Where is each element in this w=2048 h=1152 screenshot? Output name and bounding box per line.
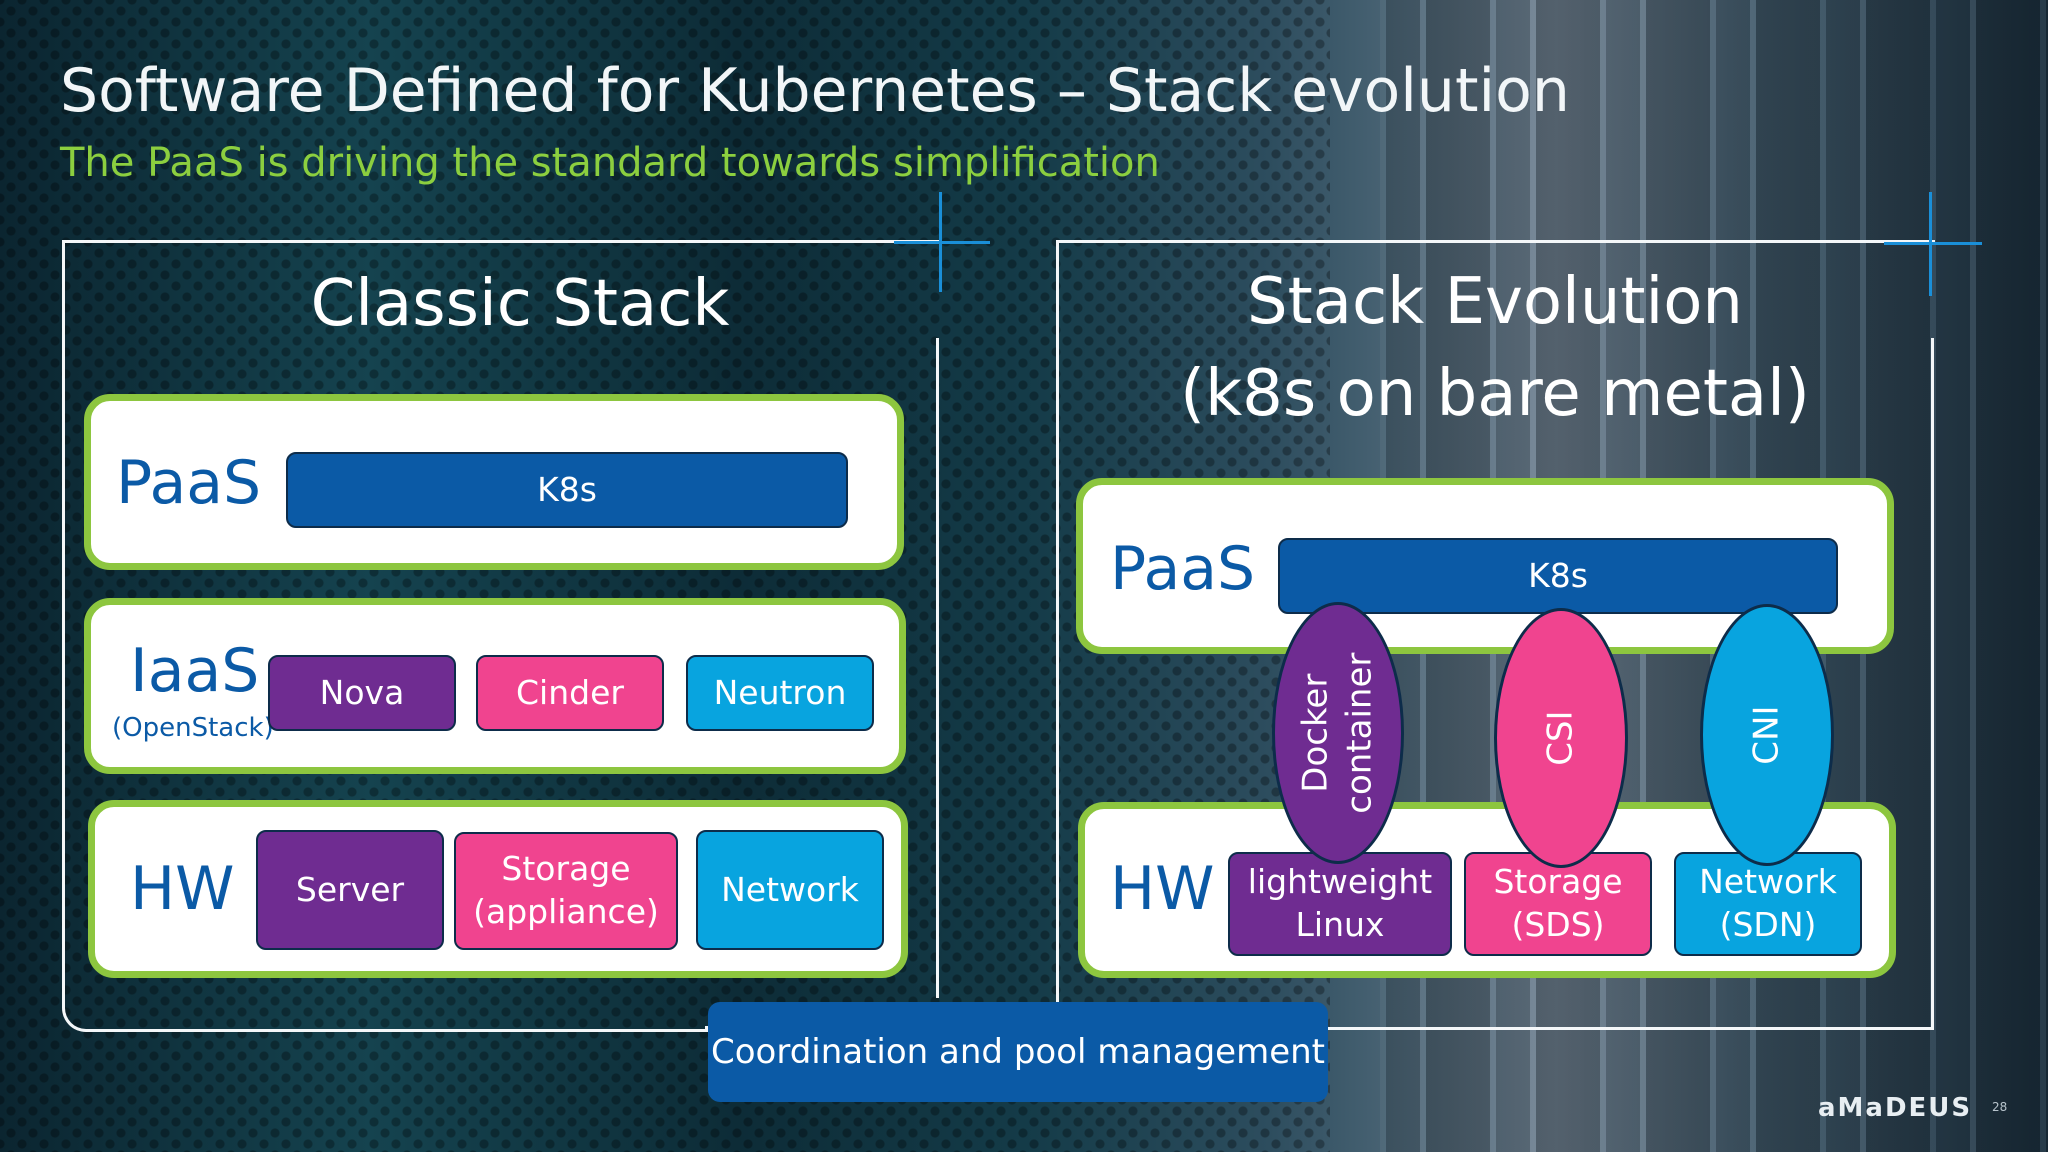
evolution-k8s-box: K8s <box>1278 538 1838 614</box>
lightweight-linux-box: lightweight Linux <box>1228 852 1452 956</box>
csi-oval: CSI <box>1494 608 1628 868</box>
storage-sds-box: Storage (SDS) <box>1464 852 1652 956</box>
storage-appliance-label: Storage (appliance) <box>473 849 659 931</box>
neutron-box: Neutron <box>686 655 874 731</box>
lightweight-linux-label: lightweight Linux <box>1247 862 1433 944</box>
crosshair-icon <box>1884 242 1982 245</box>
network-sdn-label: Network (SDN) <box>1699 862 1837 944</box>
docker-container-oval: Docker container <box>1272 602 1404 864</box>
network-box: Network <box>696 830 884 950</box>
classic-iaas-label: IaaS <box>130 636 260 706</box>
csi-label: CSI <box>1540 710 1581 766</box>
evolution-frame-right-edge <box>1931 338 1934 1030</box>
cni-oval: CNI <box>1700 604 1834 866</box>
crosshair-icon-vertical <box>1929 192 1932 296</box>
cni-label: CNI <box>1746 705 1787 765</box>
server-box: Server <box>256 830 444 950</box>
evolution-title-line1: Stack Evolution <box>1247 265 1743 339</box>
evolution-paas-label: PaaS <box>1110 534 1256 604</box>
classic-iaas-sublabel: (OpenStack) <box>112 713 274 743</box>
coordination-pool-management-box: Coordination and pool management <box>708 1002 1328 1102</box>
evolution-stack-frame <box>1056 240 1935 1029</box>
classic-frame-right-edge <box>936 338 939 998</box>
crosshair-icon <box>894 241 990 244</box>
page-number: 28 <box>1992 1100 2008 1114</box>
classic-hw-label: HW <box>130 854 235 924</box>
evolution-title-line2: (k8s on bare metal) <box>1180 357 1810 431</box>
network-sdn-box: Network (SDN) <box>1674 852 1862 956</box>
classic-paas-label: PaaS <box>116 448 262 518</box>
amadeus-logo: aMaDEUS <box>1818 1093 1973 1123</box>
crosshair-icon-vertical <box>939 192 942 292</box>
cinder-box: Cinder <box>476 655 664 731</box>
storage-sds-label: Storage (SDS) <box>1493 862 1623 944</box>
slide-subtitle: The PaaS is driving the standard towards… <box>60 140 1160 186</box>
nova-box: Nova <box>268 655 456 731</box>
storage-appliance-box: Storage (appliance) <box>454 832 678 950</box>
evolution-hw-label: HW <box>1110 854 1215 924</box>
docker-container-label: Docker container <box>1295 652 1381 814</box>
classic-k8s-box: K8s <box>286 452 848 528</box>
evolution-frame-bottom-edge <box>1328 1027 1934 1030</box>
classic-stack-frame <box>62 240 941 1032</box>
classic-stack-title: Classic Stack <box>310 267 730 341</box>
slide-title: Software Defined for Kubernetes – Stack … <box>60 56 1570 126</box>
